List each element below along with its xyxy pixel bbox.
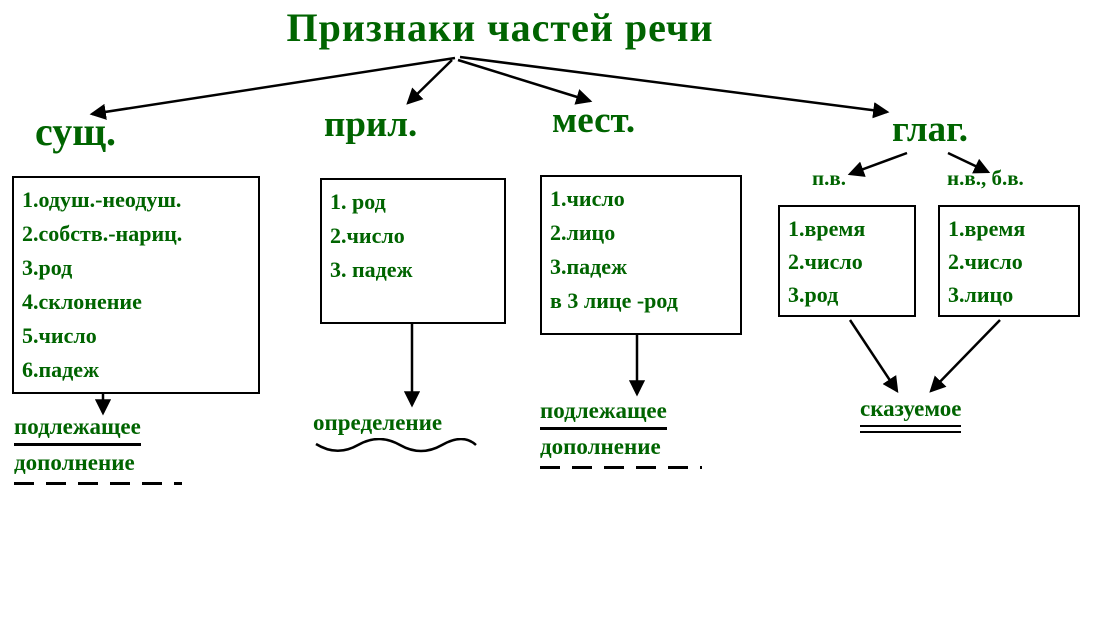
noun-feature-1: 1.одуш.-неодуш. [22,187,182,212]
verb-present-future-features-box: 1.время 2.число 3.лицо [938,205,1080,317]
verb-pf-feature-2: 2.число [948,249,1023,274]
branch-label-noun: сущ. [35,109,116,154]
arrow-title-to-adjective [406,59,453,105]
arrow-present-box-to-predicate [929,319,1001,393]
verb-role-predicate: сказуемое [860,396,962,433]
predicate-double-underline [860,425,962,433]
adjective-feature-1: 1. род [330,189,386,214]
object-dashed-underline [14,482,182,485]
subject-underline [14,443,141,446]
verb-past-feature-2: 2.число [788,249,863,274]
verb-role-predicate-label: сказуемое [860,396,962,421]
noun-features-box: 1.одуш.-неодуш. 2.собств.-нариц. 3.род 4… [12,176,260,394]
arrow-verb-to-past [847,151,908,177]
verb-past-features-box: 1.время 2.число 3.род [778,205,916,317]
noun-role-subject-label: подлежащее [14,414,141,439]
branch-label-adjective: прил. [324,104,418,145]
noun-feature-6: 6.падеж [22,357,100,382]
adjective-feature-3: 3. падеж [330,257,413,282]
noun-feature-5: 5.число [22,323,97,348]
pronoun-role-object: дополнение [540,434,702,469]
noun-role-object: дополнение [14,450,182,485]
noun-role-object-label: дополнение [14,450,135,475]
pronoun-role-object-label: дополнение [540,434,661,459]
branch-label-verb: глаг. [892,109,969,150]
arrow-title-to-pronoun [457,58,593,105]
verb-past-feature-1: 1.время [788,216,866,241]
adjective-feature-2: 2.число [330,223,405,248]
verb-past-label: п.в. [812,166,846,190]
verb-present-future-label: н.в., б.в. [947,166,1024,190]
pronoun-role-subject: подлежащее [540,398,667,430]
noun-role-subject: подлежащее [14,414,141,446]
adjective-features-box: 1. род 2.число 3. падеж [320,178,506,324]
noun-feature-4: 4.склонение [22,289,142,314]
pronoun-feature-1: 1.число [550,186,625,211]
pronoun-role-subject-label: подлежащее [540,398,667,423]
pronoun-feature-3: 3.падеж [550,254,628,279]
page-title: Признаки частей речи [286,5,714,50]
subject-underline [540,427,667,430]
wavy-line [315,437,477,453]
adjective-role-attribute: определение [313,410,479,462]
pronoun-features-box: 1.число 2.лицо 3.падеж в 3 лице -род [540,175,742,335]
verb-past-feature-3: 3.род [788,282,839,307]
object-dashed-underline [540,466,702,469]
pronoun-feature-2: 2.лицо [550,220,616,245]
attribute-wavy-underline [313,436,479,462]
noun-feature-3: 3.род [22,255,73,280]
pronoun-feature-4: в 3 лице -род [550,288,678,313]
arrow-past-box-to-predicate [848,319,899,394]
verb-pf-feature-3: 3.лицо [948,282,1014,307]
arrow-title-to-verb [459,55,890,119]
verb-pf-feature-1: 1.время [948,216,1026,241]
adjective-role-attribute-label: определение [313,410,443,435]
noun-feature-2: 2.собств.-нариц. [22,221,183,246]
branch-label-pronoun: мест. [552,100,636,141]
